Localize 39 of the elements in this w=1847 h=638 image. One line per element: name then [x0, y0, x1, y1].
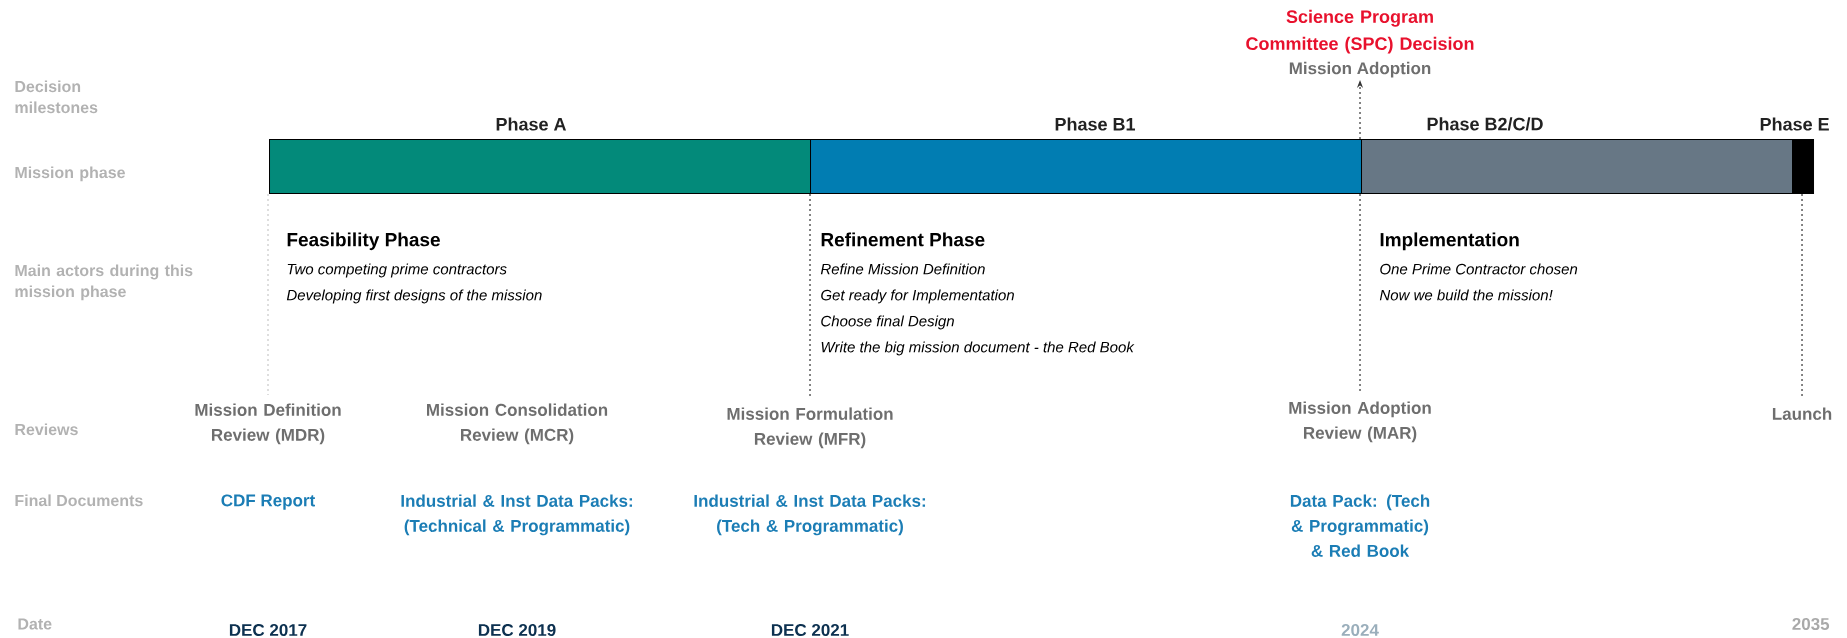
document-label: Industrial & Inst Data Packs: (Technical & Programmatic): [401, 494, 632, 536]
review-label: Launch: [1772, 407, 1832, 420]
phase-label: Phase A: [496, 117, 566, 131]
review-label: Mission Formulation Review (MFR): [727, 407, 893, 449]
description-text: Get ready for Implementation: [821, 289, 1014, 304]
date-label: 2024: [1341, 624, 1379, 636]
phase-heading: Feasibility Phase: [287, 232, 440, 251]
review-label: Mission Definition Review (MDR): [195, 403, 341, 445]
document-label: Industrial & Inst Data Packs: (Tech & Programmatic): [694, 494, 925, 536]
row-heading: Main actors during this mission phase: [15, 264, 193, 301]
milestone-label: Mission Adoption: [1289, 61, 1431, 78]
phase-label: Phase B2/C/D: [1427, 117, 1543, 131]
description-text: Choose final Design: [821, 315, 954, 330]
date-label: DEC 2021: [771, 624, 849, 636]
phase-label: Phase B1: [1055, 117, 1135, 131]
description-text: One Prime Contractor chosen: [1380, 263, 1578, 275]
review-label: Mission Adoption Review (MAR): [1289, 401, 1431, 443]
date-label: DEC 2019: [478, 624, 556, 636]
description-text: Now we build the mission!: [1379, 289, 1553, 301]
phase-heading: Implementation: [1380, 232, 1519, 251]
date-label: DEC 2017: [229, 624, 307, 636]
review-label: Mission Consolidation Review (MCR): [427, 403, 608, 445]
description-text: Two competing prime contractors: [287, 263, 507, 278]
document-label: CDF Report: [221, 494, 315, 510]
phase-label: Phase E: [1760, 117, 1829, 131]
description-text: Write the big mission document - the Red Book: [821, 341, 1135, 356]
row-heading: Date: [18, 618, 52, 630]
description-text: Refine Mission Definition: [820, 263, 985, 275]
row-heading: Reviews: [15, 423, 78, 436]
row-heading: Mission phase: [15, 166, 125, 182]
row-heading: Final Documents: [15, 494, 143, 507]
description-text: Developing first designs of the mission: [286, 289, 542, 304]
dotted-line: [267, 193, 269, 396]
row-heading: Decision milestones: [15, 80, 98, 114]
decision-heading: Science Program Committee (SPC) Decision: [1246, 9, 1474, 54]
dotted-line: [1359, 193, 1361, 394]
document-label: Data Pack: (Tech & Programmatic) & Red Book: [1290, 494, 1430, 557]
phase-heading: Refinement Phase: [821, 232, 985, 247]
date-label: 2035: [1792, 618, 1830, 631]
